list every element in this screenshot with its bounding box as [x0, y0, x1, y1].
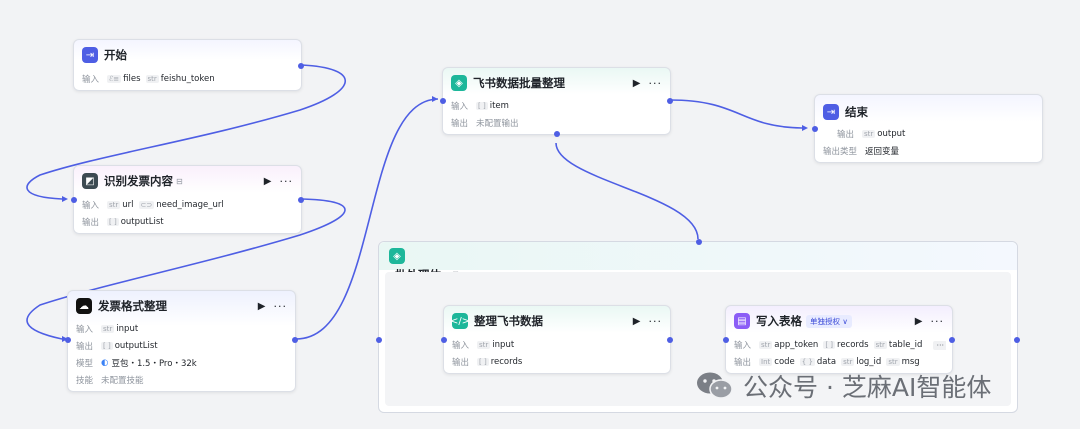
param-chip: ℰ≡files — [107, 74, 141, 84]
output-port[interactable] — [298, 63, 304, 69]
output-label: 输出 — [82, 218, 100, 228]
run-icon[interactable]: ▶ — [632, 315, 641, 327]
input-label: 输入 — [76, 325, 94, 335]
batch-inner-left-port[interactable] — [376, 337, 382, 343]
watermark-text: 公众号 · 芝麻AI智能体 — [743, 373, 992, 402]
end-icon: ⇥ — [823, 104, 839, 120]
input-label: 输入 — [734, 341, 752, 351]
input-port[interactable] — [812, 126, 818, 132]
output-port[interactable] — [667, 337, 673, 343]
output-port[interactable] — [292, 337, 298, 343]
more-params[interactable]: ··· — [933, 340, 946, 350]
more-icon[interactable]: ··· — [648, 314, 662, 328]
param-chip: [ ]outputList — [101, 341, 158, 351]
more-icon[interactable]: ··· — [279, 174, 293, 188]
node-title: 结束 — [845, 105, 868, 119]
param-chip: [ ]records — [477, 357, 523, 367]
plugin-badge-icon: ⊟ — [176, 176, 183, 186]
output-label: 输出 — [452, 358, 470, 368]
node-title: 飞书数据批量整理 — [473, 76, 565, 90]
output-label: 输出 — [734, 358, 752, 368]
input-label: 输入 — [82, 201, 100, 211]
param-chip: [ ]outputList — [107, 217, 164, 227]
model-label: 模型 — [76, 359, 94, 369]
code-icon: </> — [450, 313, 470, 329]
table-icon: ▤ — [734, 313, 750, 329]
watermark: 公众号 · 芝麻AI智能体 — [695, 366, 991, 406]
input-label: 输入 — [452, 341, 470, 351]
skill-label: 技能 — [76, 376, 94, 386]
output-label: 输出 — [837, 130, 855, 140]
input-label: 输入 — [82, 75, 100, 85]
node-title: 发票格式整理 — [98, 299, 167, 313]
more-icon[interactable]: ··· — [648, 76, 662, 90]
node-title: 整理飞书数据 — [474, 314, 543, 328]
run-icon[interactable]: ▶ — [257, 300, 266, 312]
more-icon[interactable]: ··· — [930, 314, 944, 328]
param-chip: [ ]item — [476, 101, 509, 111]
input-label: 输入 — [451, 102, 469, 112]
wechat-icon — [697, 372, 733, 399]
input-port[interactable] — [441, 337, 447, 343]
skill-value: 未配置技能 — [101, 376, 144, 386]
output-type-value: 返回变量 — [865, 147, 900, 157]
input-port[interactable] — [440, 98, 446, 104]
batch-inner-right-port[interactable] — [1014, 337, 1020, 343]
batch-top-port[interactable] — [696, 239, 702, 245]
plugin-image-icon: ◩ — [82, 173, 98, 189]
edge-feishu-batch — [555, 142, 699, 240]
output-value: 未配置输出 — [476, 119, 519, 129]
auth-dropdown[interactable]: 单独授权 ∨ — [806, 314, 852, 328]
param-chip: ⊂⊃need_image_url — [138, 200, 224, 210]
node-title: 识别发票内容 — [104, 174, 173, 188]
more-icon[interactable]: ··· — [273, 299, 287, 313]
llm-icon: ☁ — [76, 298, 92, 314]
node-title: 写入表格 — [756, 314, 802, 328]
output-port[interactable] — [667, 98, 673, 104]
batch-icon: ◈ — [451, 75, 467, 91]
run-icon[interactable]: ▶ — [632, 77, 641, 89]
bottom-port[interactable] — [554, 131, 560, 137]
node-title: 开始 — [104, 48, 127, 62]
output-port[interactable] — [949, 337, 955, 343]
output-label: 输出 — [76, 342, 94, 352]
start-icon: ⇥ — [82, 47, 98, 63]
model-value: 豆包・1.5・Pro・32k — [111, 359, 197, 369]
output-port[interactable] — [298, 197, 304, 203]
param-chip: [ ]records — [823, 340, 869, 350]
feishu-batch-node[interactable]: ◈ 飞书数据批量整理 ▶ ··· 输入 [ ]item 输出 未配置输出 — [440, 67, 673, 137]
input-port[interactable] — [71, 197, 77, 203]
input-port[interactable] — [65, 337, 71, 343]
doubao-icon: ◐ — [101, 358, 109, 368]
output-label: 输出 — [451, 119, 469, 129]
run-icon[interactable]: ▶ — [263, 175, 272, 187]
param-chip: { }data — [799, 357, 837, 367]
batch-icon: ◈ — [389, 248, 405, 264]
output-type-label: 输出类型 — [823, 147, 858, 157]
input-port[interactable] — [723, 337, 729, 343]
edge-feishu-end — [669, 99, 803, 129]
run-icon[interactable]: ▶ — [914, 315, 923, 327]
